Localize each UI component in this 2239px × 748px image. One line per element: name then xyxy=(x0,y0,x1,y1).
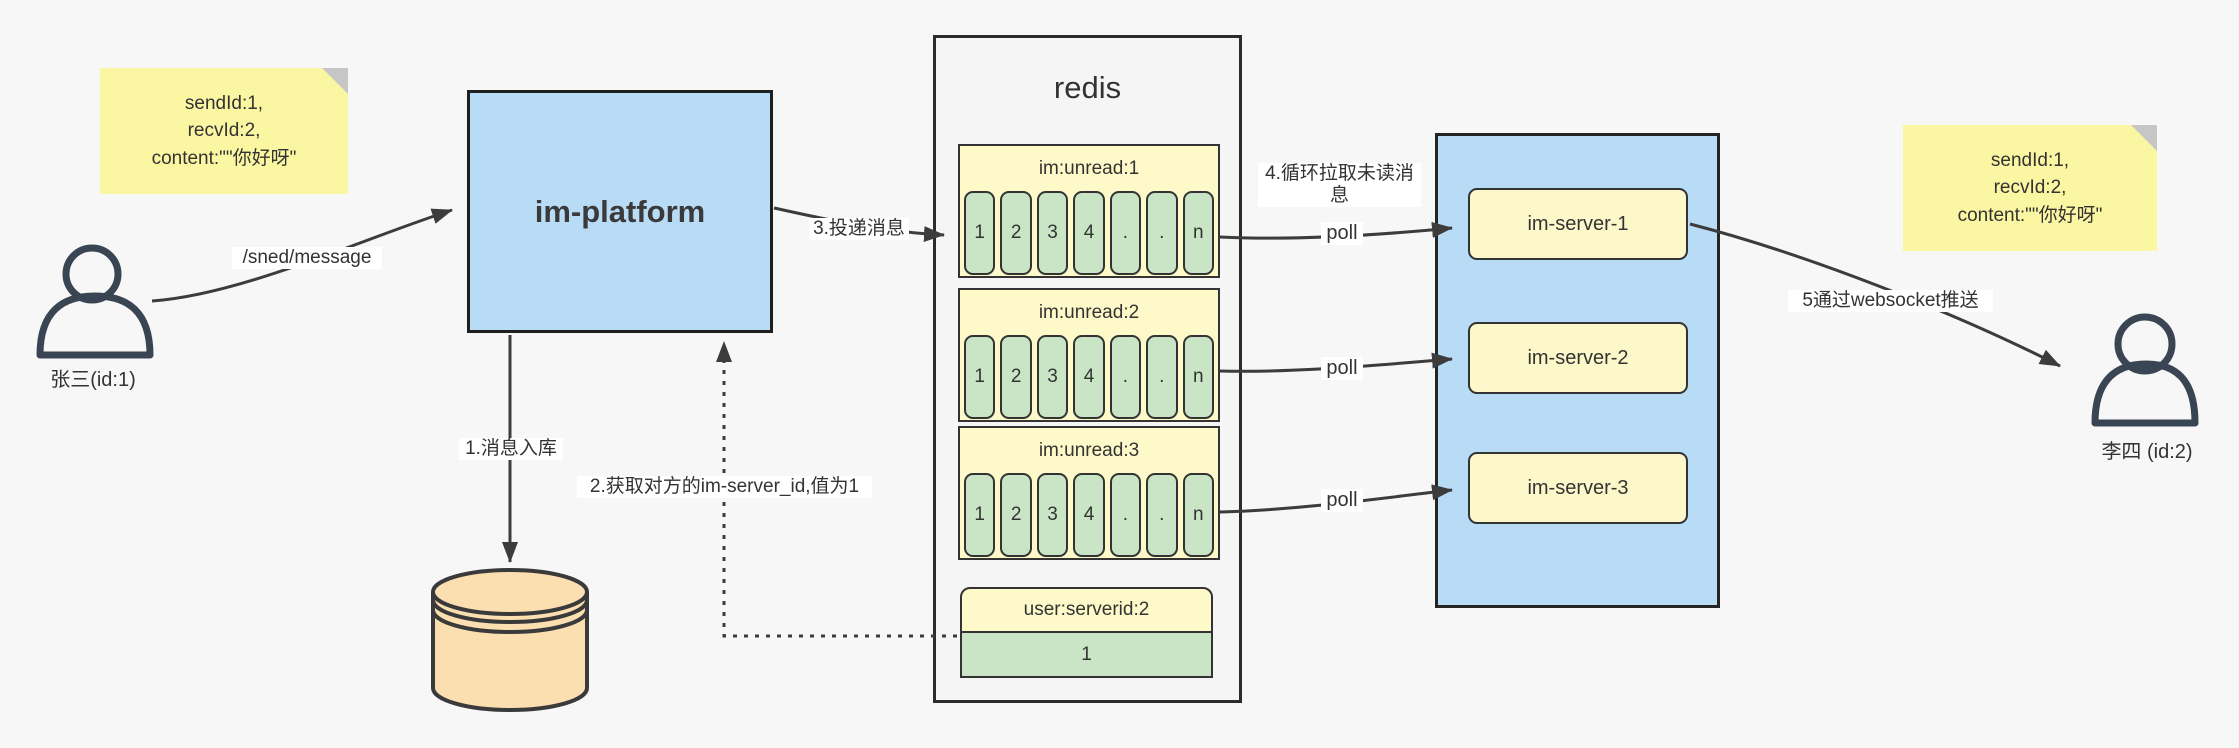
edge-label-push: 5通过websocket推送 xyxy=(1788,290,1993,312)
queue-cell: 4 xyxy=(1073,335,1105,419)
note-fold-icon xyxy=(2131,125,2157,151)
queue-cell: 3 xyxy=(1036,473,1069,557)
edge-label-poll-3: poll xyxy=(1321,489,1363,512)
queue-cell: 1 xyxy=(964,335,996,419)
queue-cell: 4 xyxy=(1073,473,1105,557)
receiver-label: 李四 (id:2) xyxy=(2101,440,2193,463)
queue-cell: n xyxy=(1182,473,1214,557)
queue-cells: 1 2 3 4 . . n xyxy=(960,335,1218,419)
queue-cell: . xyxy=(1109,191,1142,275)
im-platform-label: im-platform xyxy=(534,193,706,229)
queue-cell: 1 xyxy=(964,473,996,557)
note-fold-icon xyxy=(322,68,348,94)
sticky-note-right: sendId:1, recvId:2, content:""你好呀" xyxy=(1903,125,2157,251)
queue-cell: 2 xyxy=(1000,191,1032,275)
im-server-2-box: im-server-2 xyxy=(1468,322,1688,394)
queue-cell: 2 xyxy=(1000,473,1032,557)
queue-header: im:unread:2 xyxy=(1038,301,1140,323)
sender-user-icon xyxy=(36,244,154,359)
queue-cell: 3 xyxy=(1036,191,1069,275)
im-platform-box: im-platform xyxy=(467,90,773,333)
redis-title: redis xyxy=(1053,70,1122,105)
mysql-cylinder-icon xyxy=(431,568,589,712)
queue-cell: . xyxy=(1109,473,1142,557)
sticky-note-left-text: sendId:1, recvId:2, content:""你好呀" xyxy=(151,92,297,169)
queue-cell: . xyxy=(1146,191,1178,275)
edge-label-deliver: 3.投递消息 xyxy=(809,218,909,240)
queue-cell: . xyxy=(1109,335,1142,419)
queue-cell: n xyxy=(1182,335,1214,419)
queue-cell: 2 xyxy=(1000,335,1032,419)
edge-label-lookup: 2.获取对方的im-server_id,值为1 xyxy=(577,476,872,498)
im-server-1-box: im-server-1 xyxy=(1468,188,1688,260)
edge-label-send: /sned/message xyxy=(232,247,382,269)
queue-im-unread-3: im:unread:3 1 2 3 4 . . n xyxy=(958,426,1220,560)
sender-label: 张三(id:1) xyxy=(50,368,136,391)
queue-im-unread-1: im:unread:1 1 2 3 4 . . n xyxy=(958,144,1220,278)
queue-cell: . xyxy=(1146,335,1178,419)
queue-im-unread-2: im:unread:2 1 2 3 4 . . n xyxy=(958,288,1220,422)
queue-cell: 3 xyxy=(1036,335,1069,419)
edge-label-poll-1: poll xyxy=(1321,222,1363,245)
queue-cell: . xyxy=(1146,473,1178,557)
receiver-user-icon xyxy=(2091,313,2199,427)
queue-cell: 4 xyxy=(1073,191,1105,275)
sticky-note-right-text: sendId:1, recvId:2, content:""你好呀" xyxy=(1957,149,2103,226)
queue-header: im:unread:1 xyxy=(1038,157,1140,179)
kv-user-serverid-value: 1 xyxy=(960,633,1213,678)
edge-label-poll-2: poll xyxy=(1321,357,1363,380)
sticky-note-left: sendId:1, recvId:2, content:""你好呀" xyxy=(100,68,348,194)
queue-cells: 1 2 3 4 . . n xyxy=(960,473,1218,557)
queue-header: im:unread:3 xyxy=(1038,439,1140,461)
im-server-3-box: im-server-3 xyxy=(1468,452,1688,524)
queue-cell: n xyxy=(1182,191,1214,275)
edge-label-store: 1.消息入库 xyxy=(459,438,563,460)
queue-cells: 1 2 3 4 . . n xyxy=(960,191,1218,275)
edge-label-poll-loop: 4.循环拉取未读消息 xyxy=(1258,163,1421,207)
mysql-label: mysql xyxy=(481,647,540,672)
kv-user-serverid-header: user:serverid:2 xyxy=(960,587,1213,633)
queue-cell: 1 xyxy=(964,191,996,275)
